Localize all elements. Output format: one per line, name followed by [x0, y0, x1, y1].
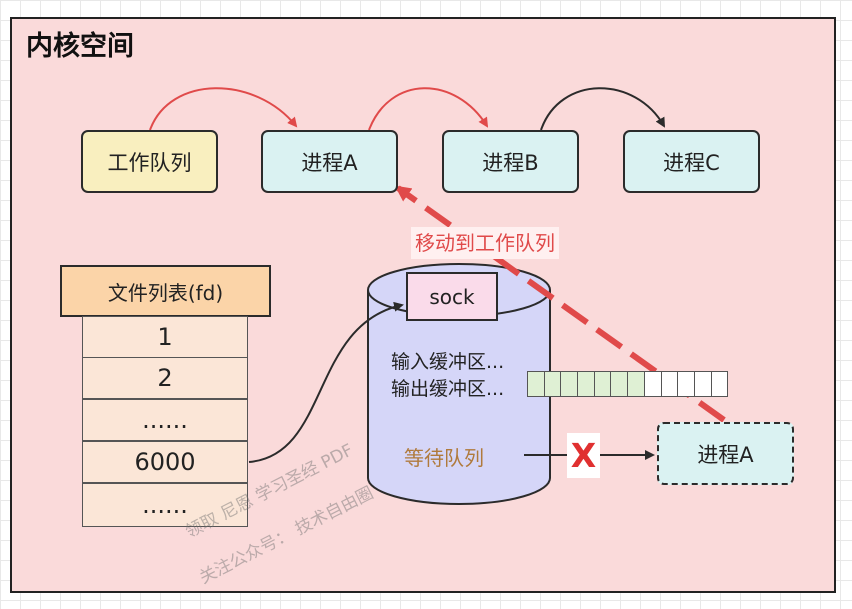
arrow-fd-to-sock: [248, 301, 404, 463]
process-b-node: 进程B: [442, 130, 579, 193]
fd-table-header: 文件列表(fd): [60, 265, 271, 317]
input-buffer-label: 输入缓冲区...: [391, 351, 505, 373]
buffer-cell-empty: [710, 371, 729, 397]
buffer-cell-filled: [610, 371, 629, 397]
buffer-cell-filled: [560, 371, 579, 397]
output-buffer-cells: [527, 371, 729, 397]
fd-table-row: 2: [82, 357, 248, 399]
fd-table-row: ......: [82, 399, 248, 441]
waiting-process-node: 进程A: [657, 422, 794, 485]
buffer-cell-empty: [643, 371, 662, 397]
sock-label-box: sock: [406, 272, 498, 321]
buffer-cell-empty: [660, 371, 679, 397]
move-to-work-queue-label: 移动到工作队列: [411, 227, 559, 259]
process-c-node: 进程C: [623, 130, 760, 193]
blocked-x-mark: X: [567, 433, 600, 478]
fd-table-row: 6000: [82, 441, 248, 483]
buffer-cell-filled: [543, 371, 562, 397]
buffer-cell-filled: [577, 371, 595, 397]
buffer-cell-empty: [693, 371, 712, 397]
buffer-cell-filled: [593, 371, 612, 397]
arrow-process-a-to-process-b: [368, 87, 489, 131]
arrow-process-b-to-process-c: [540, 87, 665, 131]
buffer-cell-empty: [677, 371, 695, 397]
work-queue-node: 工作队列: [81, 130, 218, 193]
buffer-cell-filled: [627, 371, 645, 397]
buffer-cell-filled: [527, 371, 545, 397]
wait-queue-label: 等待队列: [404, 446, 484, 470]
output-buffer-label: 输出缓冲区...: [391, 378, 505, 400]
process-a-node: 进程A: [261, 130, 398, 193]
diagram-title: 内核空间: [26, 31, 134, 62]
arrow-workqueue-to-process-a: [149, 87, 298, 131]
fd-table-row: 1: [82, 316, 248, 358]
fd-table-row: ......: [82, 483, 248, 527]
